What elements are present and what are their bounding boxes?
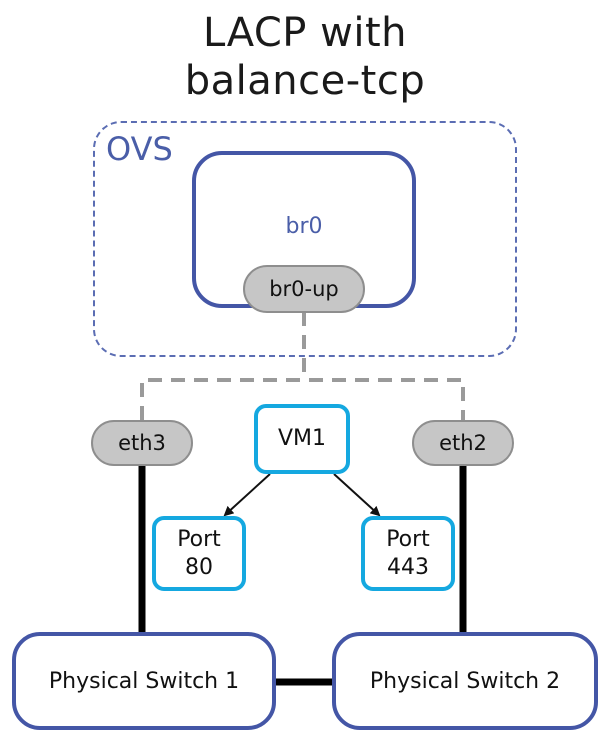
vm-to-port80-arrow xyxy=(223,473,271,517)
ovs-container xyxy=(93,121,517,357)
interface-eth3-pill: eth3 xyxy=(91,420,193,466)
physical-switch-2-box: Physical Switch 2 xyxy=(332,632,598,730)
port-80-label: Port 80 xyxy=(177,526,221,580)
uplink-port-pill: br0-up xyxy=(243,265,365,313)
title-line-2: balance-tcp xyxy=(184,58,426,104)
interface-eth2-pill: eth2 xyxy=(412,420,514,466)
port-443-label: Port 443 xyxy=(386,526,430,580)
port-80-box: Port 80 xyxy=(152,516,246,591)
bond-dashed-link xyxy=(140,378,465,420)
ovs-label: OVS xyxy=(106,130,173,168)
physical-switch-1-box: Physical Switch 1 xyxy=(12,632,276,730)
vm1-box: VM1 xyxy=(254,404,350,474)
vm-to-port443-arrow xyxy=(333,473,381,517)
title-line-1: LACP with xyxy=(203,10,407,56)
port-443-box: Port 443 xyxy=(361,516,455,591)
bridge-br0-label: br0 xyxy=(285,214,323,239)
